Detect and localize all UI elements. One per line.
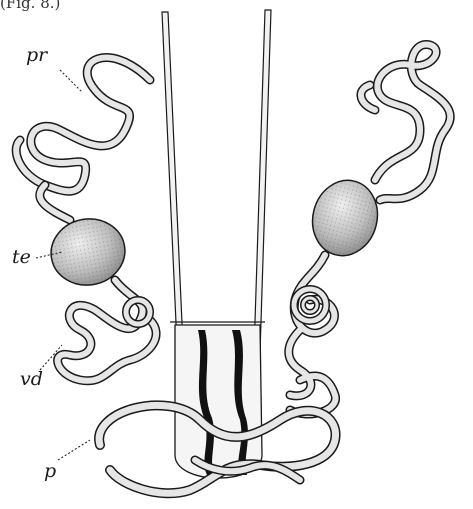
label-pr: pr [26, 46, 47, 65]
label-vd: vd [20, 370, 43, 389]
central-body [170, 322, 265, 478]
label-te: te [12, 248, 31, 267]
left-vas-deferens [58, 280, 156, 381]
left-coiled-duct [16, 58, 150, 220]
right-vas-deferens [289, 255, 336, 414]
header-fragment: (Fig. 8.) [0, 0, 60, 12]
right-coiled-duct [361, 45, 450, 200]
label-p: p [44, 462, 56, 481]
